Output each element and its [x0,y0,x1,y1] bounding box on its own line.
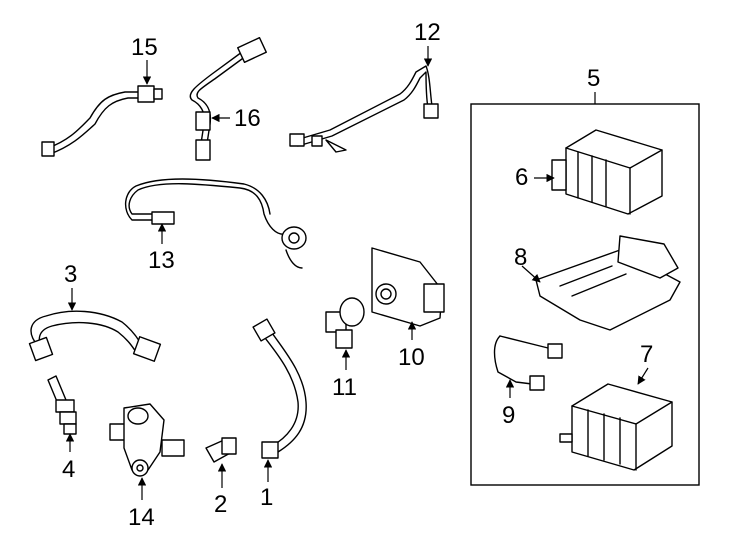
part-11-sensor [325,297,365,349]
part-14-purge-valve [109,403,185,477]
part-4-sensor [47,375,77,435]
part-8-bracket [535,235,681,331]
part-1-hose [252,318,307,459]
callout-10: 10 [398,344,425,371]
callout-3: 3 [64,261,78,288]
callout-11: 11 [332,374,357,401]
callout-8: 8 [514,244,528,271]
callout-1: 1 [260,484,274,511]
callout-16: 16 [234,105,261,132]
callout-4: 4 [62,456,76,483]
callout-14: 14 [128,504,155,531]
callout-13: 13 [148,247,175,274]
callout-15: 15 [131,34,158,61]
canister-assembly-box [470,103,700,486]
leader-7 [637,367,649,385]
callout-12: 12 [414,19,441,46]
part-7-canister [559,383,673,471]
part-15-oxygen-sensor [41,85,163,157]
callout-5: 5 [587,65,601,92]
part-9-tube [493,335,563,391]
part-2-fitting [205,437,237,463]
callout-6: 6 [515,164,529,191]
part-3-hose [28,310,162,362]
callout-9: 9 [502,402,516,429]
leader-8 [521,265,541,283]
part-6-canister [551,129,663,215]
part-10-module [371,247,445,327]
callout-7: 7 [640,341,654,368]
callout-2: 2 [214,491,228,518]
part-16-oxygen-sensor [189,36,267,161]
part-12-vapor-tube [289,65,439,153]
